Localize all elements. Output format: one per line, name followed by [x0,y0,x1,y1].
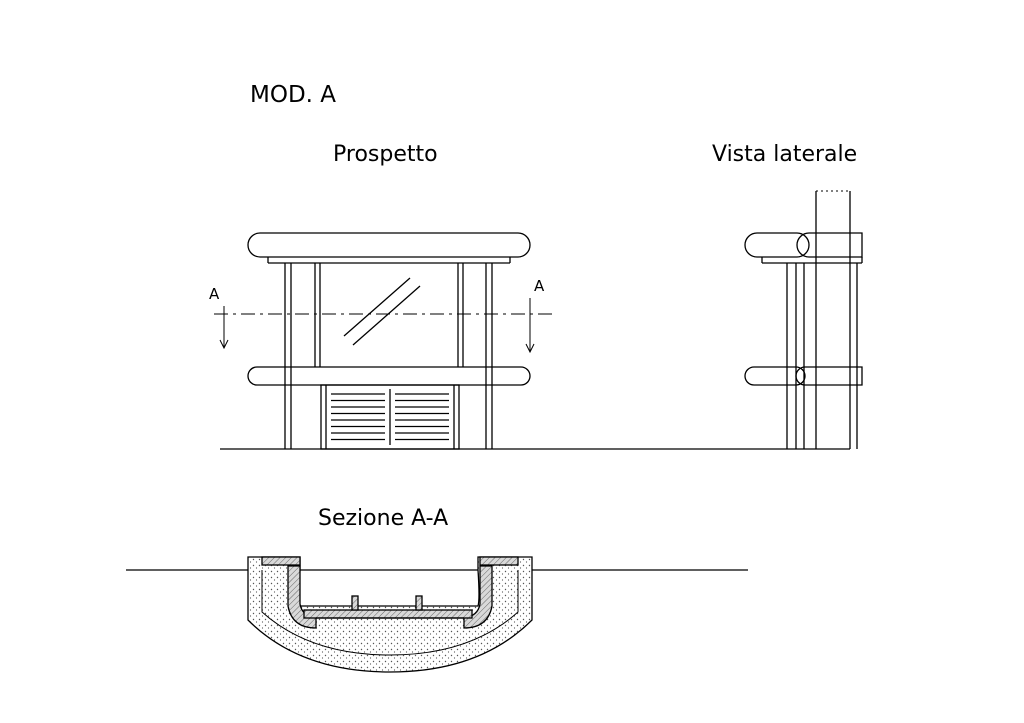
front-view-title: Prospetto [333,142,438,167]
floor-post-left [351,595,359,611]
floor-slab [303,609,473,619]
model-title: MOD. A [250,82,337,108]
side-view-title: Vista laterale [712,142,858,167]
glass-reflection-2 [352,285,421,346]
front-view [214,232,850,450]
section-view [126,556,748,673]
glass-reflection-1 [343,277,411,337]
cabinet-grille [331,393,449,441]
floor-post-right [415,595,423,611]
front-canopy [247,232,531,258]
right-curb [463,565,493,629]
front-cabinet [320,384,460,450]
side-canopy [744,232,810,258]
side-view [744,190,863,449]
section-marker-left: A [209,285,220,303]
section-title: Sezione A-A [318,506,449,531]
front-counter [247,366,531,386]
section-marker-right: A [534,277,545,295]
side-counter [744,366,806,386]
